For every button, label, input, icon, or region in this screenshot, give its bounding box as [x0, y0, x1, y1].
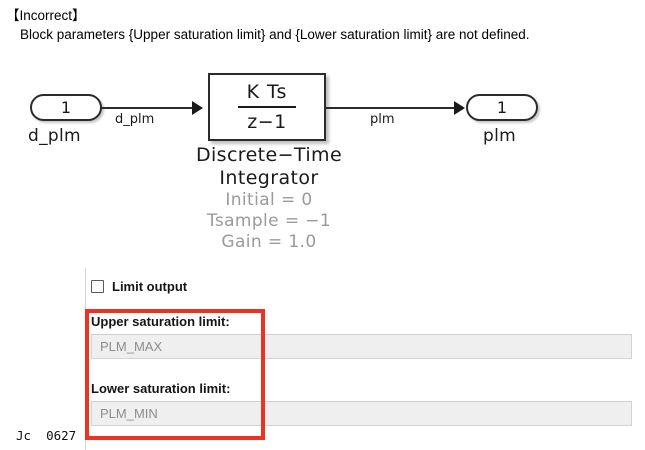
error-body: Block parameters {Upper saturation limit…	[20, 27, 530, 42]
block-name-line-2: Integrator	[219, 167, 319, 189]
block-param-gain: Gain = 1.0	[221, 232, 317, 252]
outport-label: plm	[483, 126, 516, 146]
signal-wire-output	[326, 107, 460, 109]
outport-number: 1	[496, 98, 508, 117]
inport-label: d_plm	[28, 126, 81, 146]
block-parameters-dialog: Limit output Upper saturation limit: PLM…	[85, 268, 645, 450]
lower-saturation-limit-input[interactable]: PLM_MIN	[91, 401, 632, 426]
error-heading: 【Incorrect】	[6, 8, 86, 23]
block-param-initial: Initial = 0	[225, 190, 313, 210]
transfer-function-numerator: K Ts	[246, 81, 288, 103]
error-message: 【Incorrect】 Block parameters {Upper satu…	[6, 6, 626, 44]
block-name-line-1: Discrete−Time	[195, 144, 343, 166]
lower-saturation-limit-label: Lower saturation limit:	[91, 381, 231, 396]
signal-wire-input	[100, 107, 200, 109]
fraction-bar	[238, 106, 296, 108]
signal-label-output: plm	[370, 112, 395, 127]
arrow-head-icon	[192, 101, 203, 115]
lower-saturation-limit-group: Lower saturation limit: PLM_MIN	[91, 381, 637, 426]
upper-saturation-limit-group: Upper saturation limit: PLM_MAX	[91, 314, 637, 359]
simulink-diagram: 1 d_plm d_plm K Ts z−1 plm 1 plm Discret…	[0, 62, 645, 267]
inport-number: 1	[60, 98, 72, 117]
upper-saturation-limit-input[interactable]: PLM_MAX	[91, 334, 632, 359]
arrow-head-icon	[454, 101, 465, 115]
transfer-function-expression: K Ts z−1	[210, 80, 324, 134]
upper-saturation-limit-label: Upper saturation limit:	[91, 314, 230, 329]
inport-block[interactable]: 1	[30, 94, 102, 121]
limit-output-checkbox[interactable]	[91, 280, 104, 293]
footer-note: Jc 0627	[16, 428, 77, 443]
limit-output-row[interactable]: Limit output	[91, 279, 187, 294]
block-annotation: Discrete−Time Integrator Initial = 0 Tsa…	[140, 144, 398, 253]
discrete-time-integrator-block[interactable]: K Ts z−1	[208, 73, 326, 141]
outport-block[interactable]: 1	[466, 94, 538, 121]
block-param-tsample: Tsample = −1	[206, 211, 332, 231]
transfer-function-denominator: z−1	[247, 111, 287, 133]
signal-label-input: d_plm	[115, 112, 155, 127]
limit-output-label: Limit output	[112, 279, 188, 294]
